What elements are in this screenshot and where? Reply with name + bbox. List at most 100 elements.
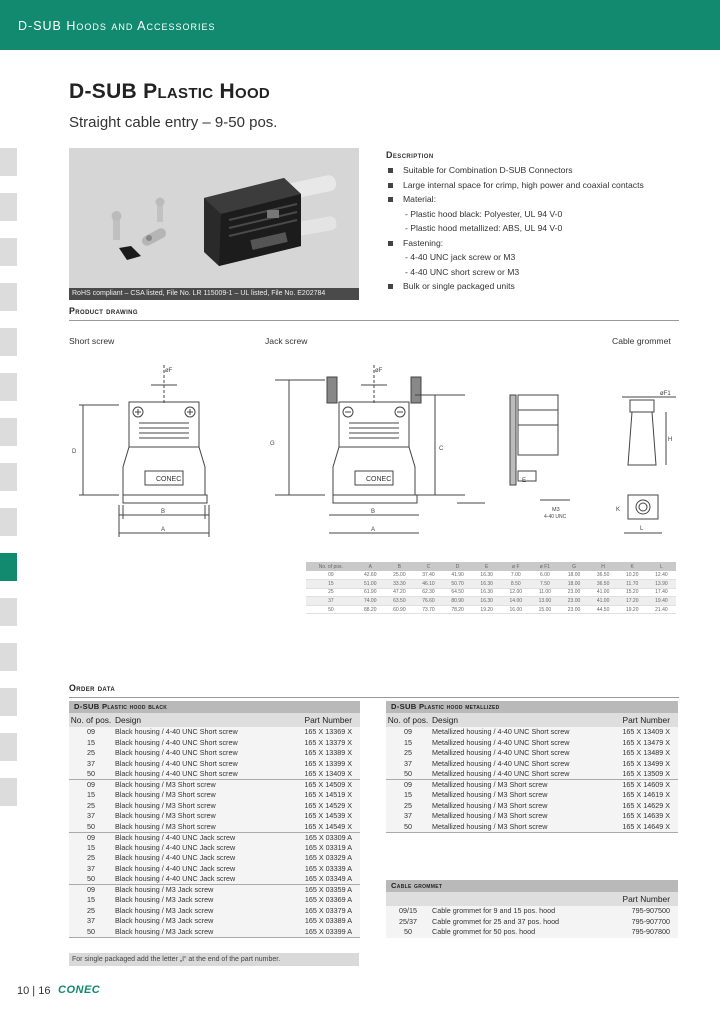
- svg-text:4-40 UNC: 4-40 UNC: [544, 514, 567, 520]
- description-subitem: - Plastic hood black: Polyester, UL 94 V…: [405, 208, 563, 219]
- photo-caption: RoHS compliant – CSA listed, File No. LR…: [69, 288, 359, 300]
- table-header-row: Part Number: [386, 892, 678, 906]
- svg-text:M3: M3: [552, 507, 560, 513]
- svg-text:øF1: øF1: [660, 391, 671, 397]
- side-tab[interactable]: [0, 238, 17, 266]
- bullet-icon: [388, 182, 393, 188]
- svg-text:G: G: [270, 441, 275, 447]
- dimension-table: No. of pos. A B C D E ø F ø F1 G H K L 0…: [306, 562, 676, 615]
- dimension-header-row: No. of pos. A B C D E ø F ø F1 G H K L: [306, 562, 676, 571]
- svg-text:D: D: [72, 449, 77, 455]
- logo-text: CONEC: [366, 476, 391, 483]
- description-heading: Description: [386, 150, 434, 160]
- label-short-screw: Short screw: [69, 336, 115, 346]
- bullet-icon: [388, 240, 393, 246]
- logo-text: CONEC: [156, 476, 181, 483]
- side-tab[interactable]: [0, 733, 17, 761]
- description-item: Bulk or single packaged units: [386, 279, 706, 294]
- description-item: Material:: [386, 192, 706, 207]
- order-table-metallized: D-SUB Plastic hood metallized No. of pos…: [386, 701, 678, 833]
- product-drawing-heading: Product drawing: [69, 306, 138, 316]
- hood-photo-illustration: [69, 148, 359, 288]
- side-tab[interactable]: [0, 328, 17, 356]
- side-tab[interactable]: [0, 193, 17, 221]
- label-jack-screw: Jack screw: [265, 336, 308, 346]
- side-tab[interactable]: [0, 688, 17, 716]
- side-tab[interactable]: [0, 373, 17, 401]
- description-item: Suitable for Combination D-SUB Connector…: [386, 163, 706, 178]
- page-title: D-SUB Plastic Hood: [69, 80, 271, 103]
- description-subitem: - 4-40 UNC short screw or M3: [405, 266, 520, 277]
- svg-text:A: A: [161, 527, 165, 533]
- description-item: Large internal space for crimp, high pow…: [386, 178, 706, 193]
- side-tab[interactable]: [0, 508, 17, 536]
- short-screw-drawing: CONEC øF B A D: [72, 365, 210, 537]
- svg-text:øF: øF: [375, 368, 383, 374]
- svg-text:B: B: [371, 509, 375, 515]
- svg-text:K: K: [616, 507, 620, 513]
- page-number: 10 | 16: [17, 985, 51, 997]
- side-tab[interactable]: [0, 418, 17, 446]
- brand-logo: CONEC: [58, 984, 101, 996]
- description-subitem: - 4-40 UNC jack screw or M3: [405, 252, 516, 262]
- side-tab[interactable]: [0, 283, 17, 311]
- table-header-row: No. of pos. Design Part Number: [386, 713, 678, 727]
- order-data-heading: Order data: [69, 683, 116, 693]
- cable-grommet-drawing: E M3 4-40 UNC øF1 H K L: [509, 391, 676, 534]
- side-tab[interactable]: [0, 598, 17, 626]
- side-tab[interactable]: [0, 463, 17, 491]
- table-title-row: D-SUB Plastic hood metallized: [386, 701, 678, 713]
- order-table-black: D-SUB Plastic hood black No. of pos. Des…: [69, 701, 360, 938]
- label-cable-grommet: Cable grommet: [612, 336, 671, 346]
- section-rule: [69, 320, 679, 321]
- svg-text:E: E: [522, 478, 526, 484]
- side-tab[interactable]: [0, 148, 17, 176]
- side-tab[interactable]: [0, 643, 17, 671]
- svg-text:L: L: [640, 526, 644, 532]
- svg-text:A: A: [371, 527, 375, 533]
- description-list: Suitable for Combination D-SUB Connector…: [386, 163, 706, 294]
- side-tab-active[interactable]: [0, 553, 17, 581]
- footnote: For single packaged add the letter „I“ a…: [69, 953, 359, 966]
- side-tab[interactable]: [0, 778, 17, 806]
- svg-text:H: H: [668, 437, 672, 443]
- svg-text:C: C: [439, 446, 444, 452]
- bullet-icon: [388, 168, 393, 173]
- svg-text:B: B: [161, 509, 165, 515]
